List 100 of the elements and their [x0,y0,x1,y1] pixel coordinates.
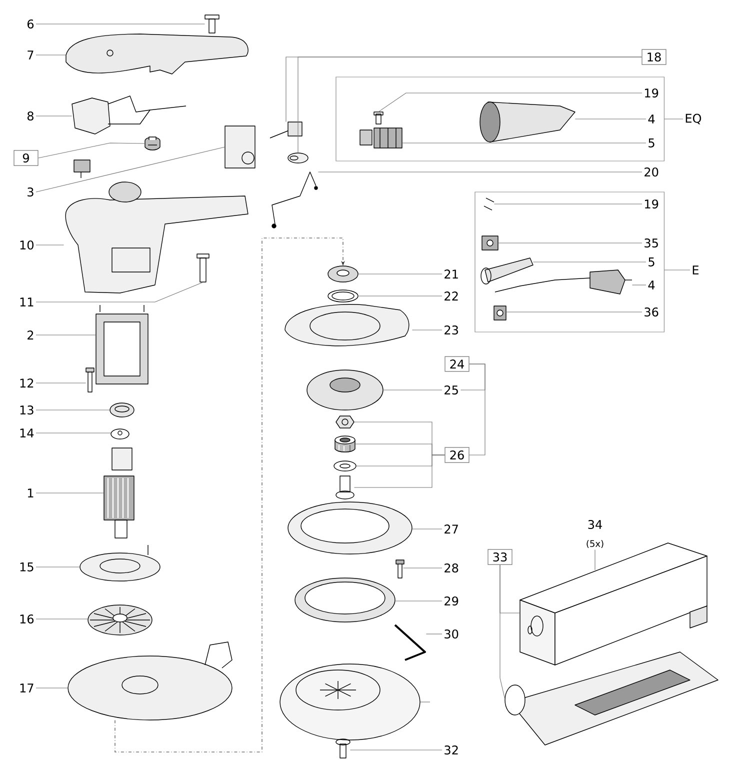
screw-drawing [484,198,494,210]
callout-number: 6 [28,19,34,29]
callout-number: 27 [444,524,458,534]
switch-drawing [224,126,256,168]
callout-number: 4 [648,280,655,290]
callout-number: 5 [648,258,654,266]
leader-line [36,492,104,494]
fan-drawing [88,604,152,636]
stator-drawing [96,304,148,384]
clip-drawing [74,160,90,178]
callout-box: 18 [642,49,666,65]
callout-number: 20 [644,167,658,177]
callout-number: 1 [28,488,34,498]
leader-line [36,54,66,56]
leader-line [36,618,88,620]
base-drawing [68,642,232,720]
wire-drawing [272,172,318,228]
callout-number: 4 [648,114,655,124]
container-drawing [504,652,718,746]
plug-socket-drawing [480,102,576,142]
pin-drawing [396,560,404,578]
nut-drawing [336,416,354,428]
screw-drawing [86,368,94,392]
screw-drawing [196,254,210,282]
washer-drawing [334,460,356,472]
cable-lug-drawing [288,152,308,164]
leader-line [38,142,146,158]
leader-line [594,549,596,570]
group-label: E [692,266,698,274]
callout-number: 11 [20,298,34,306]
ring-drawing [110,402,134,418]
callout-number: 30 [444,629,458,639]
callout-box: 33 [488,549,512,565]
leader-line [36,432,112,434]
callout-number: 21 [444,270,458,278]
hex-key-drawing [394,624,426,661]
leader-line [36,146,226,192]
clip-drawing [144,136,160,150]
bolt-drawing [336,476,354,500]
callout-number: 28 [444,563,458,573]
leader-line [114,238,345,752]
leader-line [498,242,642,244]
ring-drawing [294,578,396,622]
leader-line [469,364,486,456]
leader-line [500,564,506,699]
callout-number: 32 [444,745,458,755]
callout-number: 15 [20,562,34,572]
leader-line [574,118,646,120]
callout-number: 10 [20,240,34,250]
housing-drawing [65,182,248,294]
bearing-drawing [110,428,130,440]
ring-drawing [328,290,358,302]
brake-ring-drawing [288,502,412,554]
screw-drawing [374,112,384,124]
terminal-drawing [360,128,402,148]
callout-box: 26 [444,447,470,463]
screw-drawing [204,14,220,34]
leader-line [36,282,204,302]
leader-line [36,382,86,384]
grommet-drawing [480,258,534,284]
leader-line [36,566,80,568]
callout-number: 19 [645,199,658,209]
screw-drawing [336,738,350,758]
leader-line [412,528,442,530]
callout-box: 24 [444,356,470,372]
callout-number: 12 [20,378,34,388]
leader-line [378,92,642,112]
callout-number: 5 [648,138,654,148]
switch-board-drawing [72,96,186,134]
leader-line [632,284,646,286]
fan-cover-drawing [80,544,160,582]
terminal-drawing [494,306,506,320]
callout-number: 23 [444,325,458,335]
callout-number: 2 [28,330,34,340]
callout-number: 29 [444,596,458,606]
bearing-drawing [334,436,356,452]
group-frame [474,192,664,332]
leader-line [354,454,445,488]
callout-number: 19 [645,88,658,98]
power-cable-drawing [494,270,632,294]
callout-number: 35 [644,238,658,248]
leader-line [402,142,646,144]
callout-number: 13 [20,405,34,415]
callout-number: 14 [20,428,34,438]
cover-drawing [66,34,248,74]
bearing-drawing [328,266,358,282]
leader-line [36,244,64,246]
callout-number: 36 [644,307,658,317]
leader-line [36,334,96,336]
callout-box: 9 [14,150,38,166]
cable-drawing [270,122,302,138]
group-label: EQ [686,114,702,124]
leader-line [394,600,442,602]
plate-drawing [284,304,410,346]
leader-line [298,56,642,154]
terminal-drawing [482,236,498,250]
leader-line [664,118,684,120]
callout-number: 16 [20,614,34,624]
pad-drawing [280,664,420,740]
callout-number: 17 [20,684,34,692]
